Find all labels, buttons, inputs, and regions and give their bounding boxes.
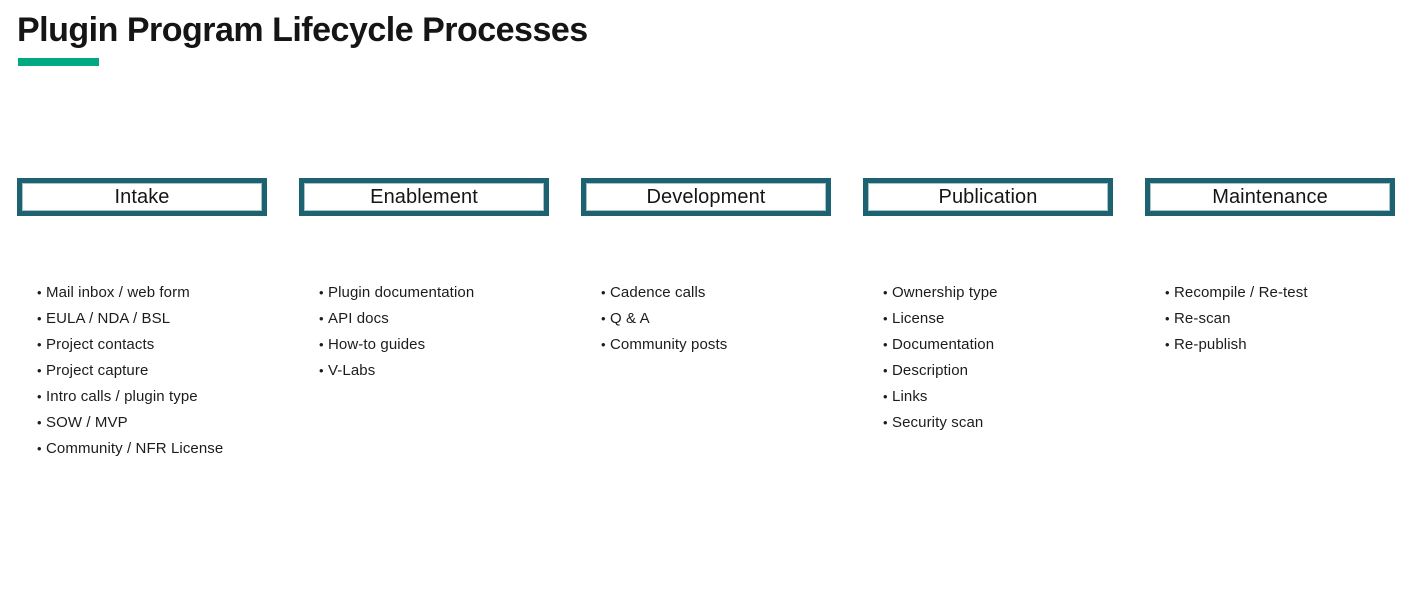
phase-item: • Security scan xyxy=(863,410,1113,436)
phase-item: • License xyxy=(863,306,1113,332)
lifecycle-column-maintenance: Maintenance • Recompile / Re-test • Re-scan… xyxy=(1145,178,1395,462)
bullet-icon: • xyxy=(883,337,888,352)
lifecycle-columns: Intake • Mail inbox / web form • EULA / NDA… xyxy=(17,178,1395,462)
phase-item-text: Description xyxy=(892,362,969,379)
phase-item-text: Cadence calls xyxy=(610,284,706,301)
bullet-icon: • xyxy=(319,337,324,352)
phase-item-list: • Ownership type • License • Documentation • De… xyxy=(863,280,1113,436)
bullet-icon: • xyxy=(601,285,606,300)
phase-item: • How-to guides xyxy=(299,332,549,358)
phase-item-text: Q & A xyxy=(610,310,650,327)
phase-header-box: Publication xyxy=(863,178,1113,216)
phase-item: • Documentation xyxy=(863,332,1113,358)
bullet-icon: • xyxy=(37,441,42,456)
phase-header-box: Maintenance xyxy=(1145,178,1395,216)
phase-item: • Cadence calls xyxy=(581,280,831,306)
phase-item: • EULA / NDA / BSL xyxy=(17,306,267,332)
phase-item: • API docs xyxy=(299,306,549,332)
phase-item: • Community posts xyxy=(581,332,831,358)
bullet-icon: • xyxy=(319,363,324,378)
phase-item: • V-Labs xyxy=(299,358,549,384)
phase-header-box: Enablement xyxy=(299,178,549,216)
bullet-icon: • xyxy=(1165,337,1170,352)
lifecycle-column-publication: Publication • Ownership type • License • Docu… xyxy=(863,178,1113,462)
lifecycle-column-intake: Intake • Mail inbox / web form • EULA / NDA… xyxy=(17,178,267,462)
phase-title: Publication xyxy=(938,185,1038,208)
phase-item-list: • Plugin documentation • API docs • How-to gu… xyxy=(299,280,549,384)
bullet-icon: • xyxy=(601,311,606,326)
phase-item: • Re-scan xyxy=(1145,306,1395,332)
phase-item: • Links xyxy=(863,384,1113,410)
phase-item-list: • Recompile / Re-test • Re-scan • Re-publish xyxy=(1145,280,1395,358)
phase-title: Enablement xyxy=(370,185,478,208)
phase-item-text: Documentation xyxy=(892,336,995,353)
phase-item: • Mail inbox / web form xyxy=(17,280,267,306)
lifecycle-column-enablement: Enablement • Plugin documentation • API doc… xyxy=(299,178,549,462)
phase-item-text: API docs xyxy=(328,310,389,327)
phase-item-text: Project capture xyxy=(46,362,149,379)
phase-item-text: Mail inbox / web form xyxy=(46,284,190,301)
phase-item-text: Links xyxy=(892,388,928,405)
phase-item-text: V-Labs xyxy=(328,362,376,379)
phase-item-text: Security scan xyxy=(892,414,984,431)
phase-item: • Community / NFR License xyxy=(17,436,267,462)
phase-item-text: Community posts xyxy=(610,336,728,353)
phase-item-text: Recompile / Re-test xyxy=(1174,284,1308,301)
phase-item: • Ownership type xyxy=(863,280,1113,306)
phase-item: • Project capture xyxy=(17,358,267,384)
bullet-icon: • xyxy=(37,285,42,300)
phase-title: Development xyxy=(646,185,766,208)
page-title: Plugin Program Lifecycle Processes xyxy=(17,11,588,49)
phase-item-text: Re-publish xyxy=(1174,336,1247,353)
phase-item-text: EULA / NDA / BSL xyxy=(46,310,171,327)
bullet-icon: • xyxy=(37,389,42,404)
lifecycle-column-development: Development • Cadence calls • Q & A • Communi… xyxy=(581,178,831,462)
phase-item: • Recompile / Re-test xyxy=(1145,280,1395,306)
phase-item: • Description xyxy=(863,358,1113,384)
phase-item-text: Community / NFR License xyxy=(46,440,224,457)
phase-item-text: Re-scan xyxy=(1174,310,1231,327)
phase-item-text: Plugin documentation xyxy=(328,284,475,301)
phase-item: • Project contacts xyxy=(17,332,267,358)
bullet-icon: • xyxy=(883,285,888,300)
phase-item: • SOW / MVP xyxy=(17,410,267,436)
phase-title: Maintenance xyxy=(1212,185,1328,208)
title-block: Plugin Program Lifecycle Processes xyxy=(17,8,588,66)
title-accent-bar xyxy=(18,58,99,66)
bullet-icon: • xyxy=(319,285,324,300)
bullet-icon: • xyxy=(37,415,42,430)
phase-item-text: How-to guides xyxy=(328,336,426,353)
bullet-icon: • xyxy=(1165,285,1170,300)
bullet-icon: • xyxy=(883,363,888,378)
phase-item-text: Ownership type xyxy=(892,284,998,301)
phase-title: Intake xyxy=(114,185,170,208)
phase-item-text: Intro calls / plugin type xyxy=(46,388,198,405)
phase-header-box: Intake xyxy=(17,178,267,216)
phase-item: • Re-publish xyxy=(1145,332,1395,358)
bullet-icon: • xyxy=(601,337,606,352)
bullet-icon: • xyxy=(1165,311,1170,326)
bullet-icon: • xyxy=(37,363,42,378)
bullet-icon: • xyxy=(883,415,888,430)
phase-item-list: •Mail inbox / web form•EULA / NDA / BSL•… xyxy=(17,280,267,462)
phase-item-list: • Cadence calls • Q & A • Community posts xyxy=(581,280,831,358)
bullet-icon: • xyxy=(37,337,42,352)
phase-item-text: License xyxy=(892,310,945,327)
bullet-icon: • xyxy=(883,389,888,404)
phase-item-text: SOW / MVP xyxy=(46,414,128,431)
phase-header-box: Development xyxy=(581,178,831,216)
bullet-icon: • xyxy=(37,311,42,326)
phase-item: • Q & A xyxy=(581,306,831,332)
phase-item: • Intro calls / plugin type xyxy=(17,384,267,410)
bullet-icon: • xyxy=(883,311,888,326)
phase-item-text: Project contacts xyxy=(46,336,155,353)
bullet-icon: • xyxy=(319,311,324,326)
phase-item: • Plugin documentation xyxy=(299,280,549,306)
